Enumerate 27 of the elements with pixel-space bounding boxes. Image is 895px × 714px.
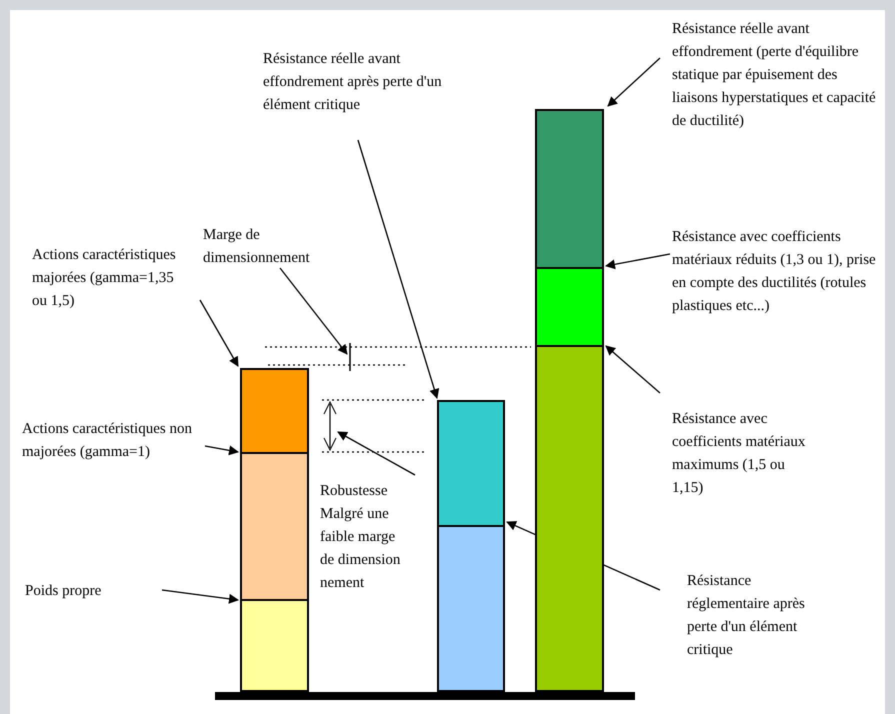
bar-segment [535, 345, 604, 692]
bar-segment [535, 267, 604, 347]
leader-arrow [162, 589, 239, 604]
callout-text: Résistance réelle avant effondrement après perte d'un élément critique [263, 48, 468, 117]
callout-text: Marge de dimensionnement [203, 224, 363, 270]
bar-segment [535, 109, 604, 269]
leader-arrow [605, 345, 660, 394]
bar-segment [437, 400, 505, 527]
leader-arrow [357, 140, 440, 399]
callout-text: Robustesse Malgré une faible marge de dimension nement [320, 480, 412, 595]
callout-text: Résistance réglementaire après perte d'un élément critique [687, 570, 832, 662]
callout-text: Résistance avec coefficients matériaux réduits (1,3 ou 1), prise en compte des ductilités (rotules plastiques etc...) [672, 226, 884, 318]
callout-text: Résistance avec coefficients matériaux maximums (1,5 ou 1,15) [672, 408, 812, 500]
leader-arrow [607, 58, 660, 107]
bar-segment [240, 599, 309, 692]
leader-arrow [204, 445, 239, 456]
leader-arrow [605, 253, 670, 270]
bar-segment [240, 452, 309, 601]
callout-text: Actions caractéristiques majorées (gamma=1,35 ou 1,5) [32, 244, 182, 313]
callout-text: Actions caractéristiques non majorées (gamma=1) [22, 418, 202, 464]
callout-text: Résistance réelle avant effondrement (perte d'équilibre statique par épuisement des liaisons hyperstatiques et capacité de ductilité) [672, 18, 882, 133]
leader-arrow [279, 268, 348, 355]
leader-arrow [337, 431, 416, 476]
bar-segment [437, 525, 505, 692]
bar-segment [240, 368, 309, 454]
callout-text: Poids propre [25, 580, 145, 603]
leader-arrow [199, 300, 239, 367]
